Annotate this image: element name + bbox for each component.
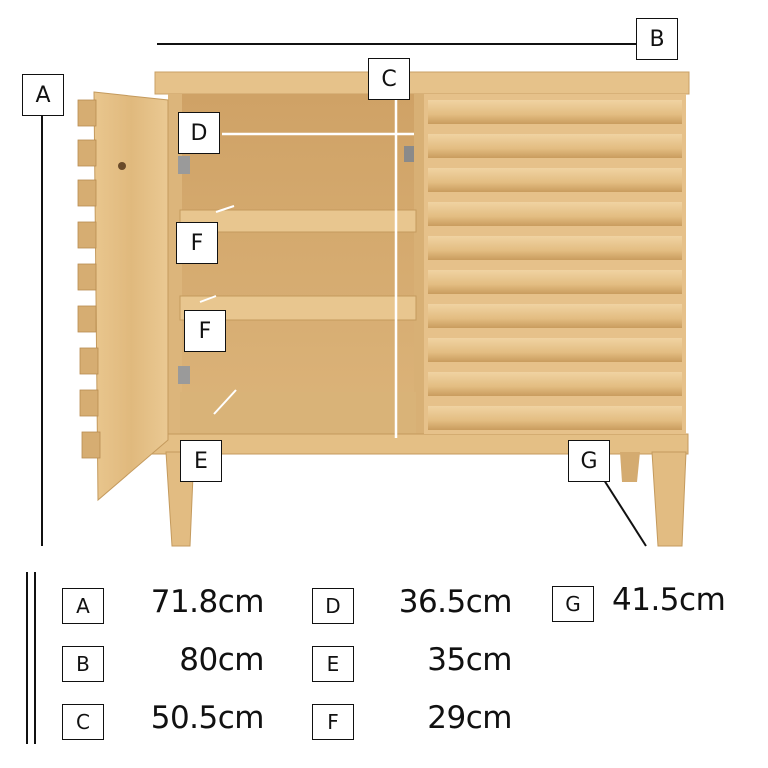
legend-key-A: A <box>62 588 104 624</box>
label-badge-A: A <box>22 74 64 116</box>
label-badge-F-lower: F <box>184 310 226 352</box>
dimension-line-G <box>603 479 647 547</box>
leg-back-right <box>620 452 640 482</box>
label-badge-D: D <box>178 112 220 154</box>
legend-divider <box>26 572 28 744</box>
legend-key-D: D <box>312 588 354 624</box>
leg-front-right <box>651 451 687 547</box>
cabinet-bottom <box>180 392 416 434</box>
label-badge-E: E <box>180 440 222 482</box>
cabinet-top <box>154 71 690 95</box>
label-badge-F-upper: F <box>176 222 218 264</box>
legend-value-C: 50.5cm <box>150 700 265 736</box>
cabinet-side-left <box>168 94 182 440</box>
cabinet-divider <box>414 94 426 440</box>
right-door-slats <box>428 100 682 430</box>
dimension-line-E <box>213 389 237 415</box>
label-badge-G: G <box>568 440 610 482</box>
door-knob-icon <box>118 162 126 170</box>
legend-key-C: C <box>62 704 104 740</box>
legend-value-D: 36.5cm <box>398 584 513 620</box>
legend-divider <box>34 572 36 744</box>
label-badge-C: C <box>368 58 410 100</box>
legend-key-F: F <box>312 704 354 740</box>
dimension-line-F1 <box>215 205 235 213</box>
dimension-line-F2 <box>199 295 217 303</box>
legend-value-E: 35cm <box>427 642 512 678</box>
legend-value-G: 41.5cm <box>612 582 726 618</box>
legend-value-F: 29cm <box>427 700 512 736</box>
hinge-icon <box>178 366 190 384</box>
legend-key-E: E <box>312 646 354 682</box>
shelf-upper <box>179 209 417 233</box>
legend-key-B: B <box>62 646 104 682</box>
label-badge-B: B <box>636 18 678 60</box>
hinge-icon <box>404 146 414 162</box>
legend-value-B: 80cm <box>179 642 264 678</box>
left-door-open <box>93 91 169 502</box>
hinge-icon <box>178 156 190 174</box>
legend-key-G: G <box>552 586 594 622</box>
legend-value-A: 71.8cm <box>150 584 265 620</box>
left-door-slat-edges <box>77 99 101 459</box>
